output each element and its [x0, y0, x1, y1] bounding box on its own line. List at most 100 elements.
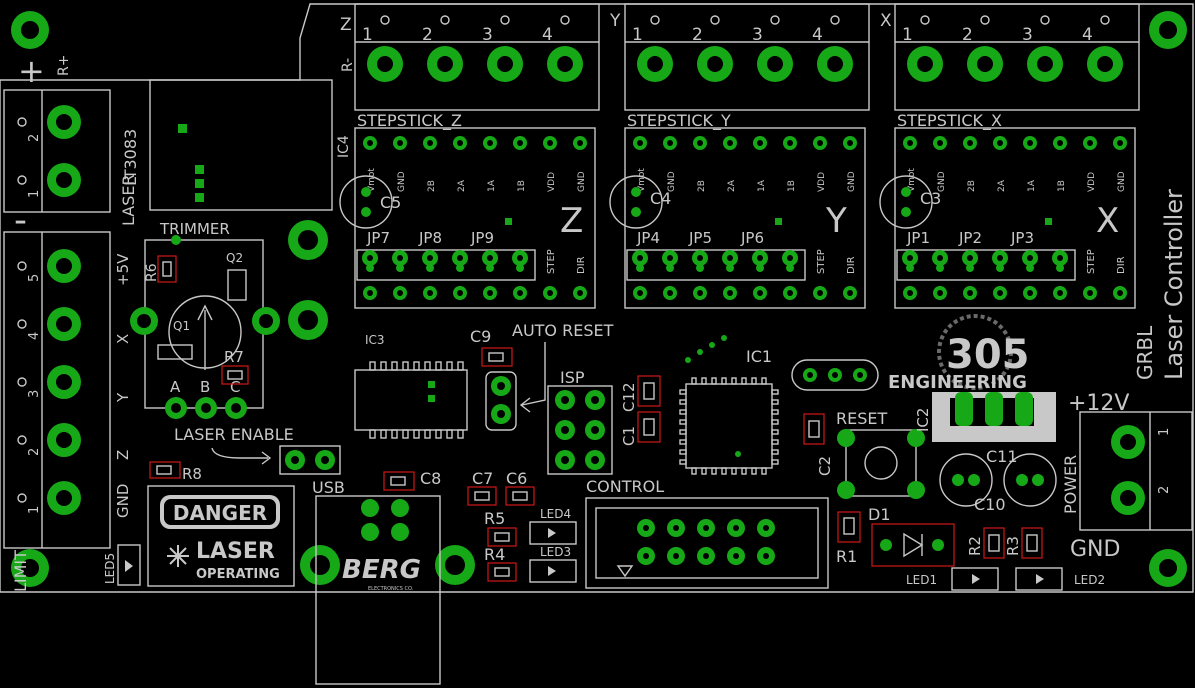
reset-button: RESET: [836, 409, 925, 499]
c5-label: C5: [380, 193, 401, 212]
board-outline: [0, 3, 1194, 593]
stepstick-pin-label: 1A: [1027, 179, 1037, 192]
r3-label: R3: [1004, 536, 1022, 556]
ic1-microcontroller: IC1: [679, 335, 779, 475]
power-pin-1: 1: [1157, 428, 1172, 436]
engineering-logo: 305 ENGINEERING: [888, 314, 1030, 393]
lt3083-regulator: LT3083: [121, 79, 333, 211]
stepstick-pin-label: GND: [847, 171, 857, 192]
led1-label: LED1: [906, 573, 937, 587]
logo-word: ENGINEERING: [888, 372, 1027, 393]
stepstick-bottom-label: DIR: [576, 256, 587, 274]
title-controller: Laser Controller: [1160, 189, 1188, 380]
stepstick-pin-label: 1A: [487, 179, 497, 192]
c3-label: C3: [920, 189, 941, 208]
stepstick-pin-label: 1A: [757, 179, 767, 192]
laser-connector: + - R+ LASER 2 1: [3, 52, 138, 241]
r5-r4-resistors: R5 R4: [484, 509, 517, 582]
power-label: POWER: [1061, 455, 1080, 514]
crystal: [791, 359, 879, 391]
berg-sub: ELECTRONICS CO.: [368, 586, 414, 592]
laser-pin-2: 2: [27, 134, 42, 142]
berg-brand: BERG: [342, 555, 421, 585]
r2-r3-resistors: R2 R3: [966, 527, 1043, 559]
c6-label: C6: [506, 469, 527, 488]
ic4-label: IC4: [336, 135, 352, 158]
r1-resistor: R1: [836, 511, 861, 566]
stepstick-pin-label: GND: [667, 171, 677, 192]
stepstick-pin-label: 1B: [1057, 180, 1067, 192]
r8-resistor: R8: [149, 461, 202, 483]
jumper-label: JP2: [958, 229, 982, 247]
motor-terminal-y: Y 1 2 3 4: [609, 3, 870, 111]
tz-1: 1: [362, 25, 373, 45]
c2-capacitor: C2: [803, 413, 834, 476]
c2-label: C2: [816, 456, 834, 476]
power-gnd: GND: [1070, 537, 1120, 562]
limit-label: LIMIT: [11, 550, 30, 592]
stepstick-pin-label: Vmot: [367, 168, 377, 192]
stepstick-x: STEPSTICK_X X: [894, 111, 1136, 309]
stepstick-pin-label: GND: [937, 171, 947, 192]
tz-2: 2: [422, 25, 433, 45]
danger-line2: OPERATING: [196, 567, 280, 582]
isp-header: ISP: [547, 368, 613, 475]
ic3: IC3: [354, 333, 468, 439]
power-connector: +12V POWER 1 2 GND: [1061, 391, 1193, 562]
tx-4: 4: [1082, 25, 1093, 45]
limit-signal: GND: [114, 484, 132, 518]
jumper-label: JP6: [740, 229, 764, 247]
r6-label: R6: [144, 263, 160, 282]
stepstick-pin-label: 2B: [697, 180, 707, 192]
stepstick-y-label: STEPSTICK_Y: [627, 111, 731, 131]
title-grbl: GRBL: [1133, 325, 1157, 380]
danger-sign: DANGER LASER OPERATING: [147, 485, 295, 587]
stepstick-pin-label: Vmot: [907, 168, 917, 192]
logo-number: 305: [946, 332, 1030, 378]
lt3083-label: LT3083: [121, 129, 140, 186]
limit-pin-number: 2: [27, 448, 42, 456]
trimmer: TRIMMER A B C R6 Q2 Q1 R7: [144, 220, 264, 419]
led2-label: LED2: [1074, 573, 1105, 587]
r4-label: R4: [484, 545, 505, 564]
stepstick-pin-label: 1B: [787, 180, 797, 192]
terminal-screw-pads: [367, 15, 1123, 82]
laser-conn-label: LASER: [119, 174, 138, 226]
control-header: CONTROL: [585, 477, 829, 589]
c10-label: C10: [974, 495, 1006, 514]
laser-starburst-icon: [167, 545, 189, 567]
led1-led2: LED1 LED2: [906, 567, 1105, 591]
axis-label-y: Y: [609, 11, 621, 31]
stepstick-pin-label: 2A: [727, 179, 737, 192]
ty-3: 3: [752, 25, 763, 45]
jumper-label: JP4: [636, 229, 660, 247]
ty-4: 4: [812, 25, 823, 45]
stepstick-bottom-label: STEP: [816, 249, 827, 274]
laser-plus: +: [18, 52, 45, 90]
ic1-label: IC1: [746, 347, 772, 366]
jumper-label: JP3: [1010, 229, 1034, 247]
motor-terminal-x: X 1 2 3 4: [880, 3, 1140, 111]
ic2-regulator: IC2: [914, 392, 1056, 442]
c8-label: C8: [420, 469, 441, 488]
c7-label: C7: [472, 469, 493, 488]
stepstick-pin-label: 2A: [997, 179, 1007, 192]
stepstick-pin-label: Vmot: [637, 168, 647, 192]
stepstick-bottom-label: DIR: [846, 256, 857, 274]
jumper-label: JP9: [470, 229, 494, 247]
c12-label: C12: [620, 382, 638, 412]
laser-enable-jumper: LASER ENABLE: [174, 425, 341, 475]
limit-pin-number: 3: [27, 390, 42, 398]
laser-pin-1: 1: [27, 190, 42, 198]
led5-label: LED5: [103, 553, 117, 584]
d1-diode: D1: [868, 505, 955, 567]
auto-reset-jumper: AUTO RESET: [485, 321, 614, 431]
c7-c6-caps: C7 C6: [467, 469, 535, 506]
ty-2: 2: [692, 25, 703, 45]
c11-c10-caps: C11 C10: [939, 447, 1057, 514]
laser-enable-label: LASER ENABLE: [174, 425, 294, 444]
stepstick-y-axis: Y: [825, 201, 847, 241]
d1-label: D1: [868, 505, 891, 524]
led4-led3: LED4 LED3: [529, 507, 577, 583]
